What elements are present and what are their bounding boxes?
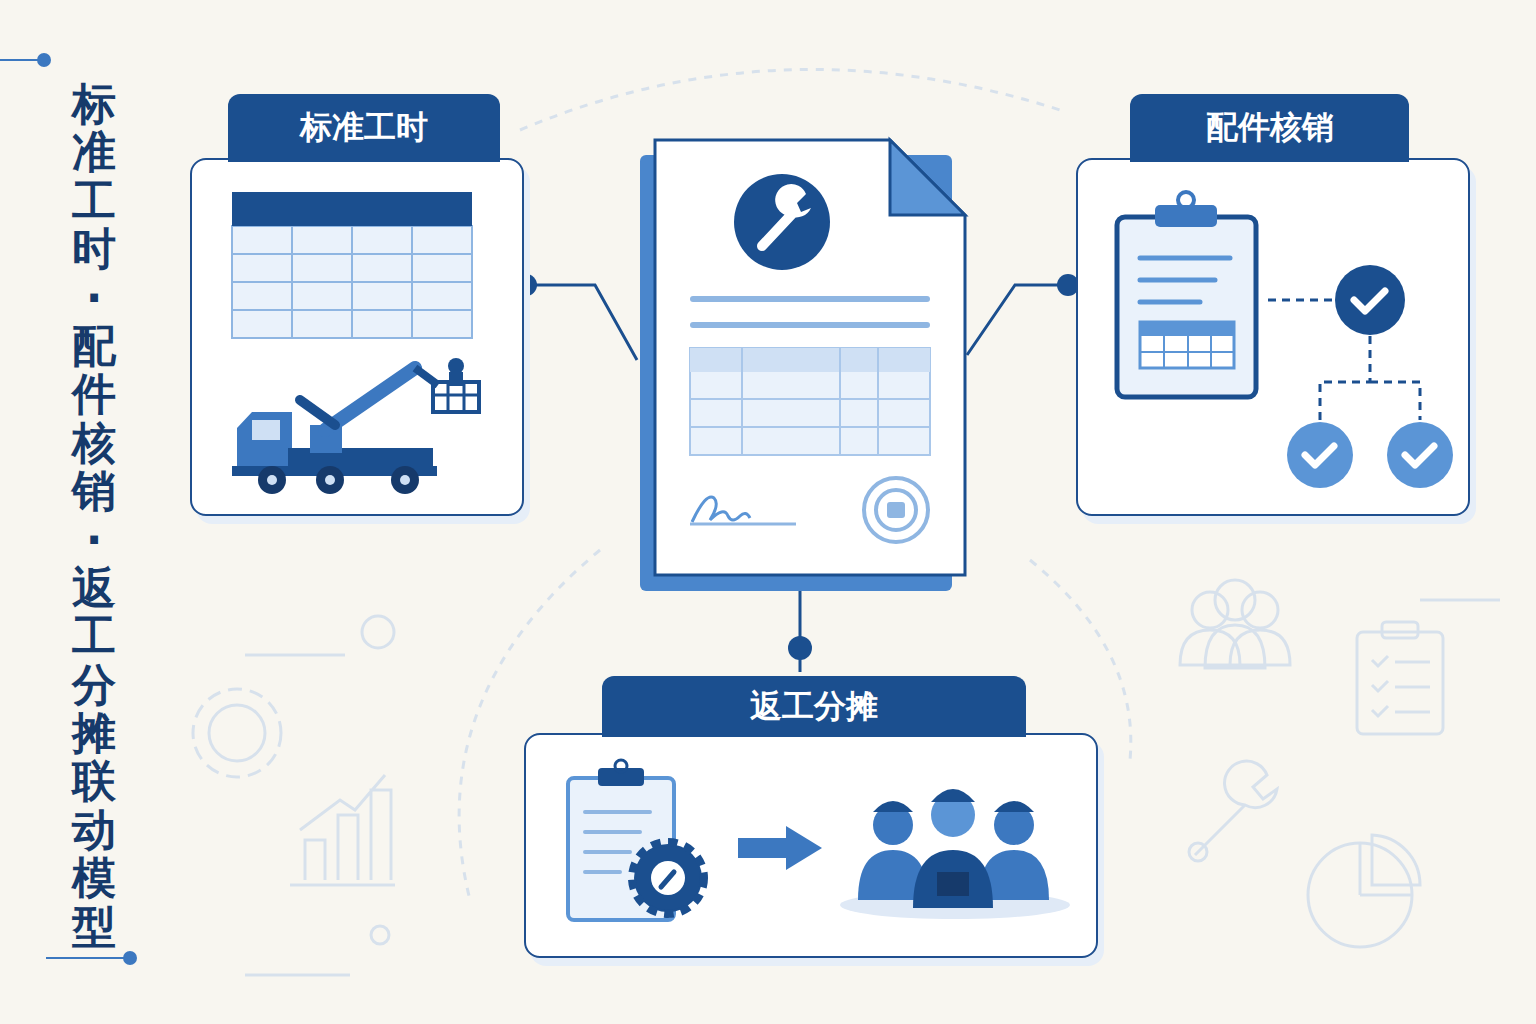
panel-box: 标准工时 (190, 158, 524, 516)
workers (840, 789, 1070, 919)
panel-heading: 标准工时 (228, 94, 500, 162)
diagram-title: 标准工时·配件核销·返工分摊联动模型 (72, 80, 116, 951)
crane-truck (232, 358, 479, 494)
panel-box: 配件核销 (1076, 158, 1470, 516)
panel-box: 返工分摊 (524, 733, 1098, 958)
side-lines (0, 53, 137, 965)
allocation-arrow (738, 826, 822, 870)
check-marks (1268, 265, 1453, 488)
background-decor (193, 70, 1500, 976)
document-icon (640, 140, 965, 591)
parts-clipboard (1117, 192, 1256, 397)
panel-heading: 配件核销 (1130, 94, 1409, 162)
rework-clipboard (568, 760, 702, 920)
time-table (232, 192, 472, 338)
panel-heading: 返工分摊 (602, 676, 1026, 737)
